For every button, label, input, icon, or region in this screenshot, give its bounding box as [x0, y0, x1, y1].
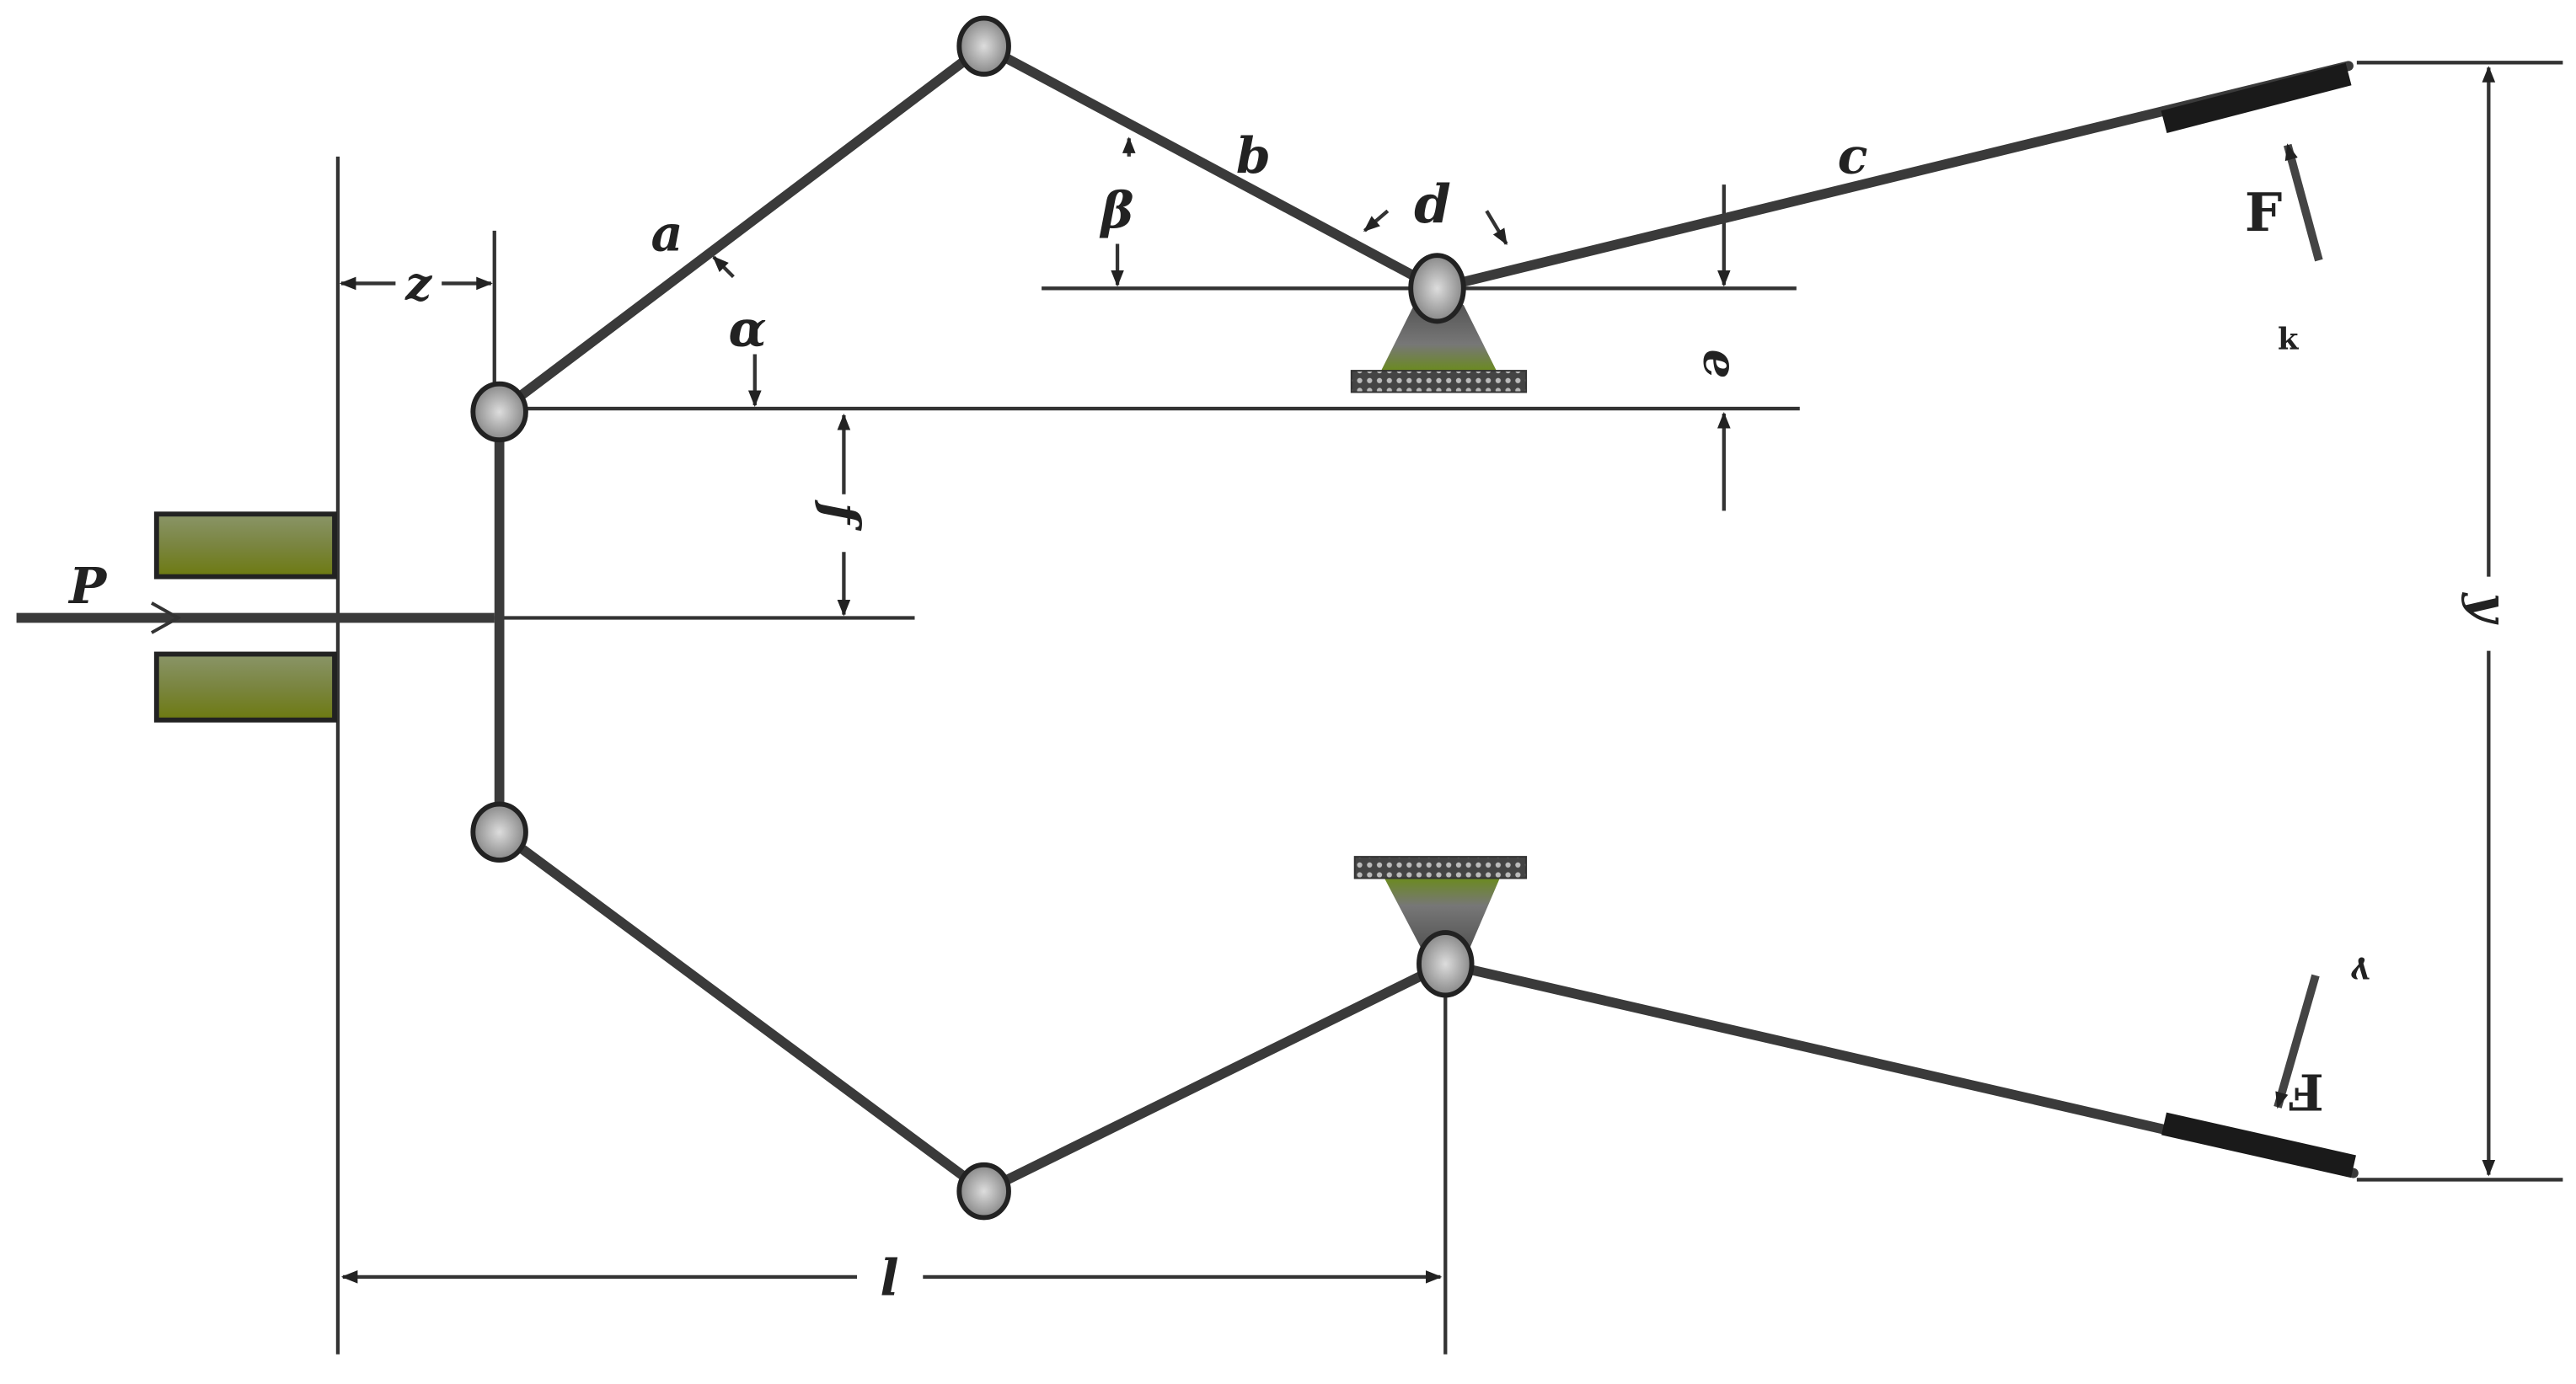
- label-d: d: [1414, 173, 1451, 235]
- reference-lines: [335, 61, 2563, 1355]
- label-a: a: [651, 204, 683, 262]
- fixed-support-bottom: [1353, 856, 1528, 948]
- label-z: z: [404, 257, 433, 311]
- label-e: e: [1693, 350, 1747, 379]
- force-arrows: [2273, 143, 2323, 1109]
- fixed-support-top: [1350, 304, 1528, 393]
- label-F-top: F: [2245, 181, 2282, 243]
- label-beta: β: [1100, 181, 1134, 239]
- label-alpha: α: [728, 300, 766, 358]
- label-P: P: [67, 557, 108, 615]
- label-k: k: [2278, 323, 2299, 357]
- label-c: c: [1838, 126, 1868, 184]
- label-f: f: [812, 500, 870, 532]
- labels: a b c d β α z P l F k e f y F γ: [67, 126, 2519, 1307]
- label-F-bottom: F: [2289, 1062, 2324, 1120]
- dimension-arrows: [339, 66, 2496, 1284]
- cylinder-guide: [153, 511, 337, 723]
- pin-joints: [470, 15, 1475, 1221]
- label-y: y: [2461, 591, 2519, 625]
- label-b: b: [1236, 126, 1271, 184]
- jaw-pads: [2161, 62, 2356, 1178]
- label-gamma: γ: [2350, 956, 2370, 991]
- label-l: l: [880, 1248, 898, 1307]
